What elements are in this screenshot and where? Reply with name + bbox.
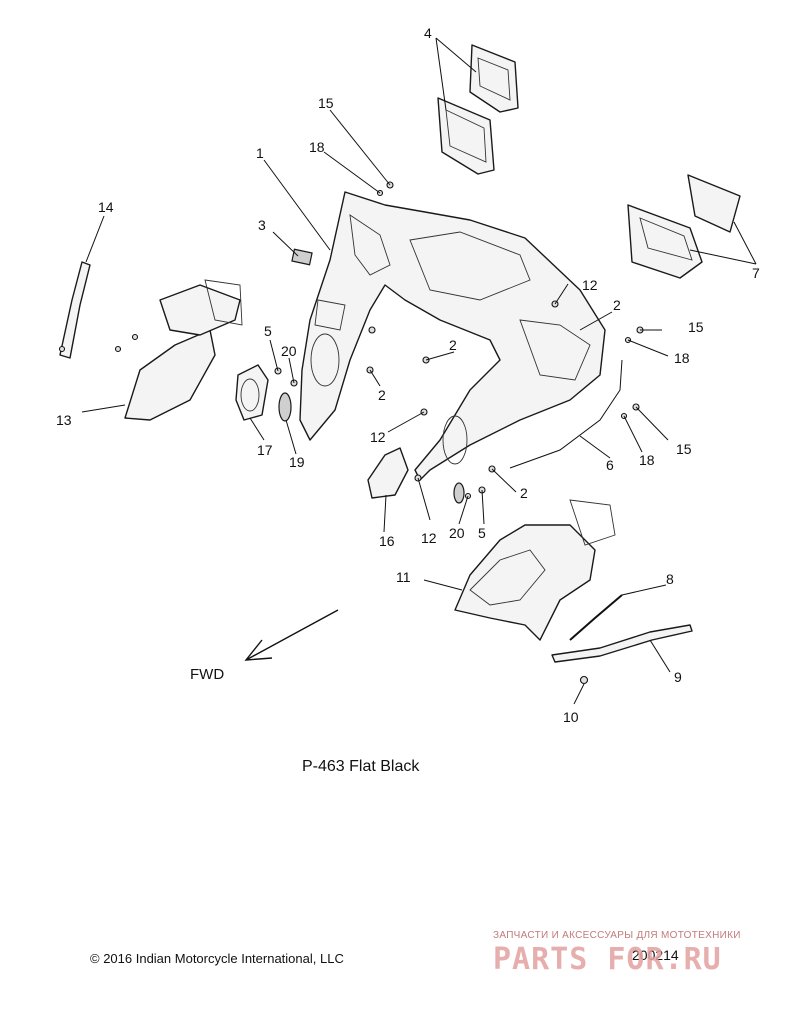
callout-19: 19 [289,454,305,470]
callout-13: 13 [56,412,72,428]
callout-14: 14 [98,199,114,215]
part-11-lower-fairing[interactable] [454,499,616,641]
diagram-number: 200214 [632,947,679,963]
part-4-door-inner[interactable] [469,44,519,113]
forward-arrow [244,609,339,661]
copyright-notice: © 2016 Indian Motorcycle International, … [90,951,344,966]
part-17-bezel[interactable] [235,364,269,421]
callout-20: 20 [281,343,297,359]
part-14-brace[interactable] [59,261,91,359]
callout-2: 2 [520,485,528,501]
part-9-bar[interactable] [551,624,693,663]
part-3-switch[interactable] [291,248,313,266]
callout-2: 2 [613,297,621,313]
callout-7: 7 [752,265,760,281]
callout-2: 2 [378,387,386,403]
callout-2: 2 [449,337,457,353]
part-4-door-outer[interactable] [437,97,495,175]
watermark-tagline: ЗАПЧАСТИ И АКСЕССУАРЫ ДЛЯ МОТОТЕХНИКИ [493,930,741,941]
callout-12: 12 [582,277,598,293]
callout-18: 18 [309,139,325,155]
callout-18: 18 [674,350,690,366]
callout-6: 6 [606,457,614,473]
leader-lines [81,37,757,705]
part-19-grommet[interactable] [278,392,292,422]
callout-1: 1 [256,145,264,161]
part-13-duct[interactable] [124,279,243,421]
callout-3: 3 [258,217,266,233]
callout-5: 5 [478,525,486,541]
part-16-bracket[interactable] [367,447,409,499]
forward-label: FWD [190,666,225,683]
callout-16: 16 [379,533,395,549]
callout-labels: 1 2 2 2 2 3 4 5 5 6 7 8 9 10 11 12 12 12… [56,25,760,725]
callout-17: 17 [257,442,273,458]
callout-9: 9 [674,669,682,685]
watermark-logo: PARTS FOR.RU [493,942,722,977]
callout-15: 15 [318,95,334,111]
callout-18: 18 [639,452,655,468]
callout-12: 12 [370,429,386,445]
part-7-door-outer[interactable] [687,174,741,233]
callout-20: 20 [449,525,465,541]
callout-15: 15 [688,319,704,335]
part-8-rod[interactable] [569,594,623,641]
paint-code: P-463 Flat Black [302,758,420,775]
callout-15: 15 [676,441,692,457]
part-7-door-inner[interactable] [627,204,703,279]
callout-4: 4 [424,25,432,41]
part-6-trim[interactable] [509,359,623,469]
callout-8: 8 [666,571,674,587]
callout-11: 11 [396,569,411,585]
callout-12: 12 [421,530,437,546]
part-1-inner-fairing[interactable] [299,191,606,481]
callout-5: 5 [264,323,272,339]
callout-10: 10 [563,709,579,725]
